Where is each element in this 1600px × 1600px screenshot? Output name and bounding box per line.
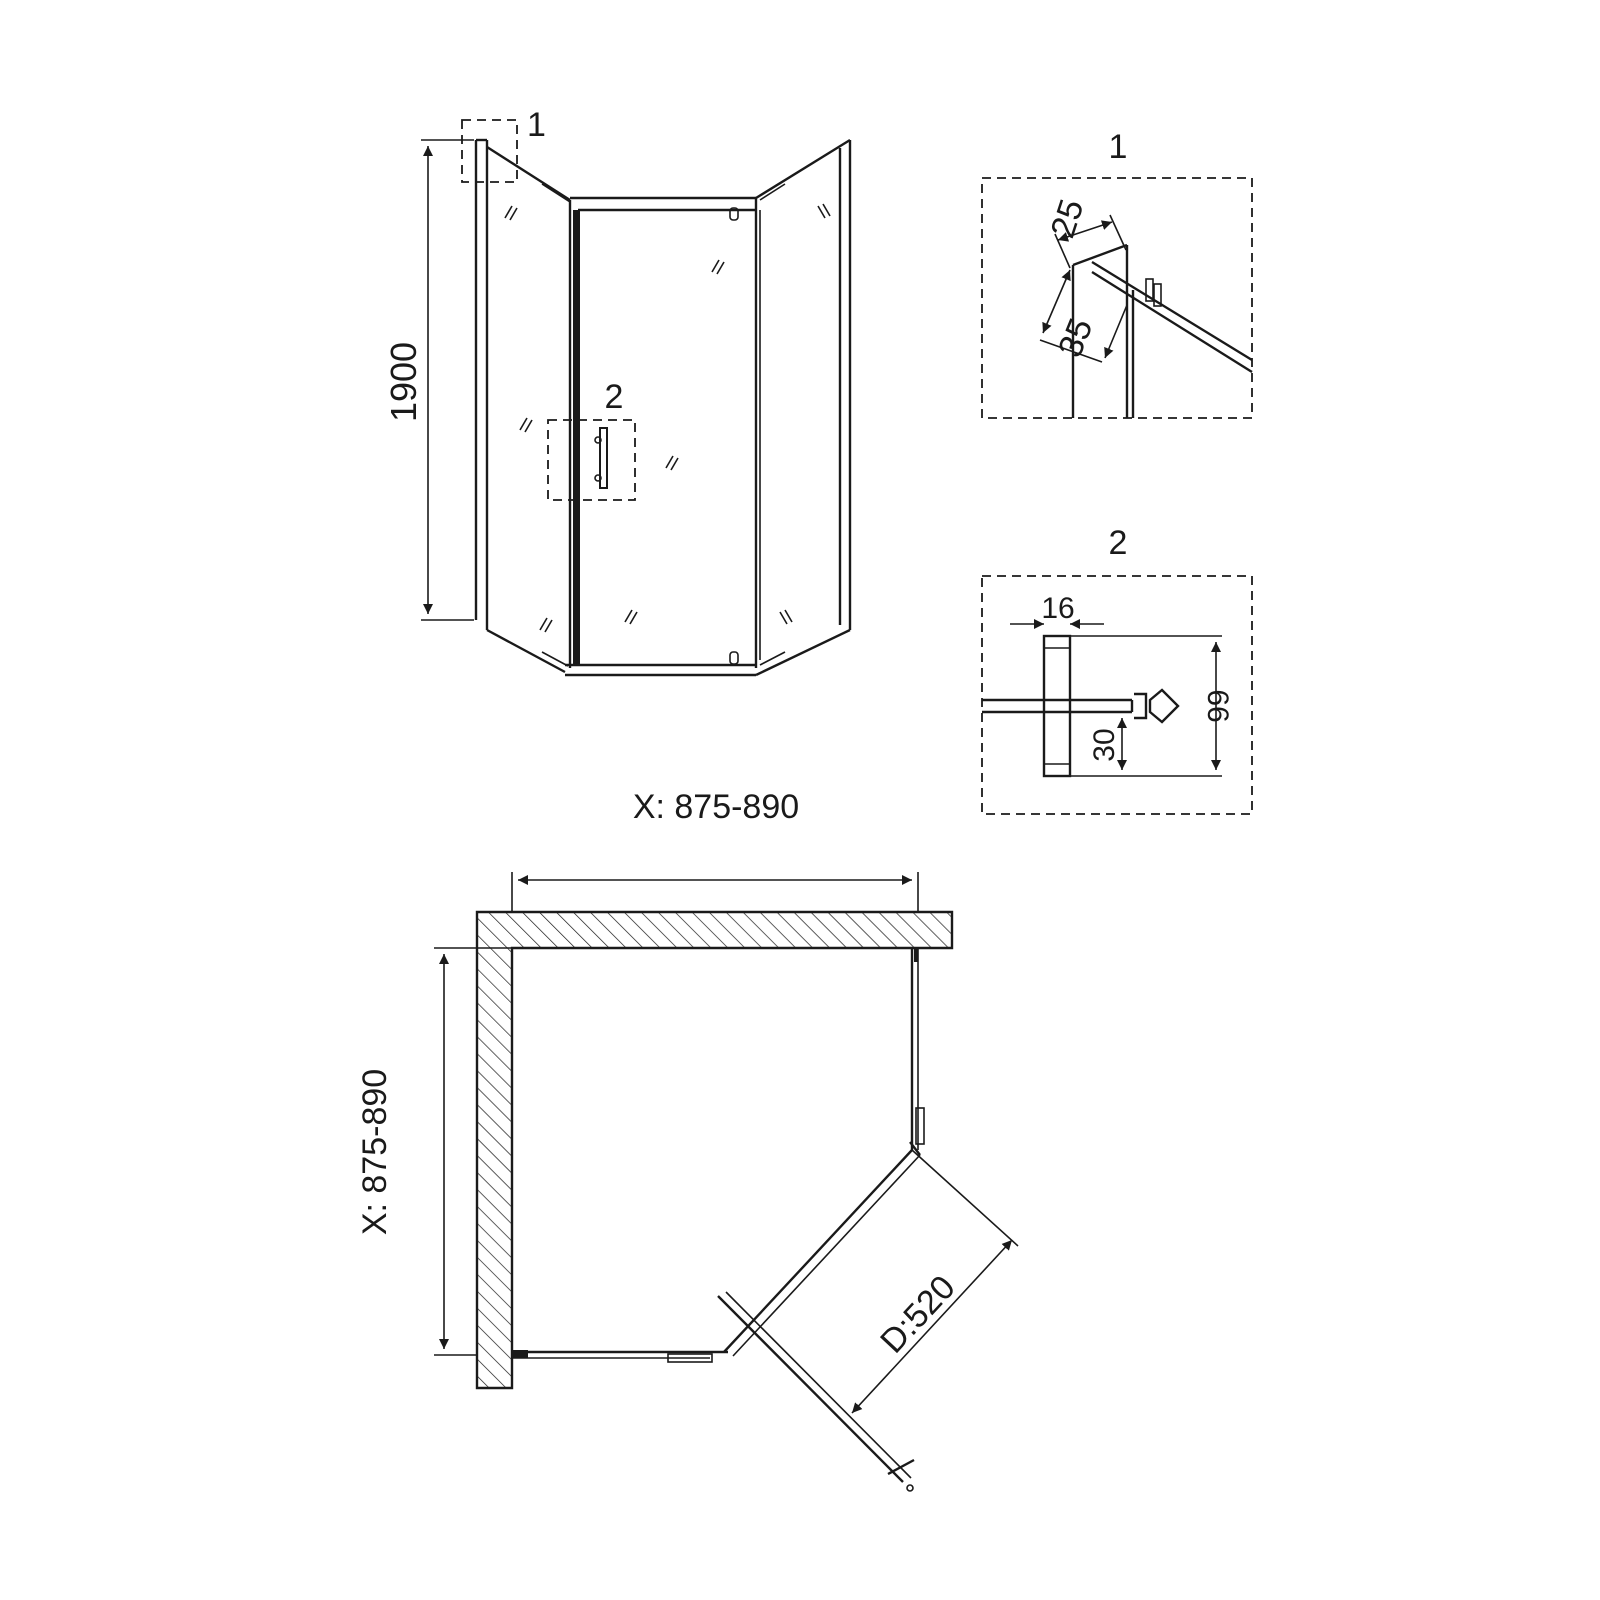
plan-right-panel (910, 948, 925, 1150)
plan-door-open (717, 1291, 915, 1492)
plan-door-closed (723, 1141, 921, 1357)
height-label: 1900 (383, 342, 424, 422)
handle-bar-section (1042, 634, 1072, 778)
right-fixed-panel (755, 138, 852, 677)
pivot-door (565, 196, 761, 677)
detail-1-frame (981, 177, 1253, 419)
callout-label-1: 1 (527, 106, 546, 144)
front-view: 1900 (383, 106, 852, 677)
plan-view: X: 875-890 X: 875-890 (356, 788, 1019, 1492)
detail-1-title: 1 (1109, 128, 1128, 166)
detail-1-dim-25: 25 (1044, 195, 1092, 243)
callout-box-2 (547, 419, 636, 501)
detail-2-dim-16: 16 (1041, 592, 1074, 625)
plan-width-label: X: 875-890 (633, 788, 799, 826)
glass-reflection-marks (504, 203, 831, 633)
detail-2-frame (981, 575, 1253, 815)
callout-box-1 (461, 119, 518, 183)
height-dimension: 1900 (383, 139, 474, 621)
detail-2-title: 2 (1109, 524, 1128, 562)
detail-2-dim-30: 30 (1088, 728, 1121, 761)
callout-label-2: 2 (605, 378, 624, 416)
plan-depth-label: X: 875-890 (356, 1069, 394, 1235)
left-fixed-panel (474, 138, 572, 674)
detail-2: 2 16 66 30 (981, 524, 1253, 815)
wall-section (475, 910, 954, 1390)
detail-1-dim-35: 35 (1051, 313, 1100, 362)
detail-1: 1 25 35 (981, 128, 1253, 419)
detail-2-dim-66: 66 (1201, 689, 1234, 722)
bottom-pivot-icon (729, 651, 739, 665)
door-width-label: D:520 (873, 1268, 963, 1360)
door-handle-icon (599, 427, 608, 489)
top-pivot-icon (729, 207, 739, 221)
plan-bottom-panel (512, 1350, 728, 1363)
